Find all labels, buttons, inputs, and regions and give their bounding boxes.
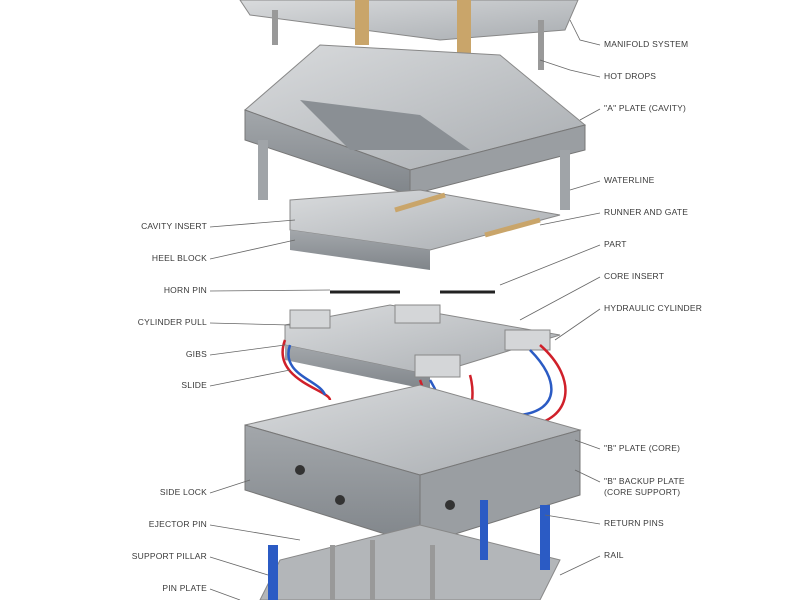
label-part: PART [604,239,627,249]
label-b-backup-plate-sub: (CORE SUPPORT) [604,487,681,497]
label-horn-pin: HORN PIN [163,285,207,295]
support-pillar [268,545,278,600]
hot-drop [355,0,369,45]
leader-lines [209,19,601,600]
label-a-plate: "A" PLATE (CAVITY) [604,103,687,113]
slides [284,304,561,390]
label-b-plate: "B" PLATE (CORE) [604,443,681,453]
label-return-pins: RETURN PINS [604,518,664,528]
label-rail: RAIL [604,550,624,560]
hydraulic-cylinder [289,309,331,329]
label-cavity-insert: CAVITY INSERT [141,221,207,231]
hydraulic-cylinder [504,329,551,351]
label-slide: SLIDE [181,380,207,390]
cavity-insert [289,189,561,270]
label-manifold-system: MANIFOLD SYSTEM [604,39,689,49]
label-ejector-pin: EJECTOR PIN [148,519,207,529]
label-cylinder-pull: CYLINDER PULL [137,317,207,327]
return-pin [480,500,488,560]
label-support-pillar: SUPPORT PILLAR [131,551,207,561]
label-pin-plate: PIN PLATE [162,583,207,593]
hydraulic-cylinder [414,354,461,378]
label-heel-block: HEEL BLOCK [151,253,207,263]
return-pin [540,505,550,570]
label-core-insert: CORE INSERT [604,271,665,281]
a-plate [244,44,587,210]
b-plate [244,384,582,546]
label-hydraulic-cylinder: HYDRAULIC CYLINDER [604,303,703,313]
label-side-lock: SIDE LOCK [159,487,207,497]
label-hot-drops: HOT DROPS [604,71,657,81]
hydraulic-cylinder [394,304,441,324]
label-gibs: GIBS [185,349,207,359]
label-runner-and-gate: RUNNER AND GATE [604,207,689,217]
label-waterline: WATERLINE [604,175,655,185]
ejector-assembly [259,500,561,600]
label-b-backup-plate: "B" BACKUP PLATE [604,476,685,486]
